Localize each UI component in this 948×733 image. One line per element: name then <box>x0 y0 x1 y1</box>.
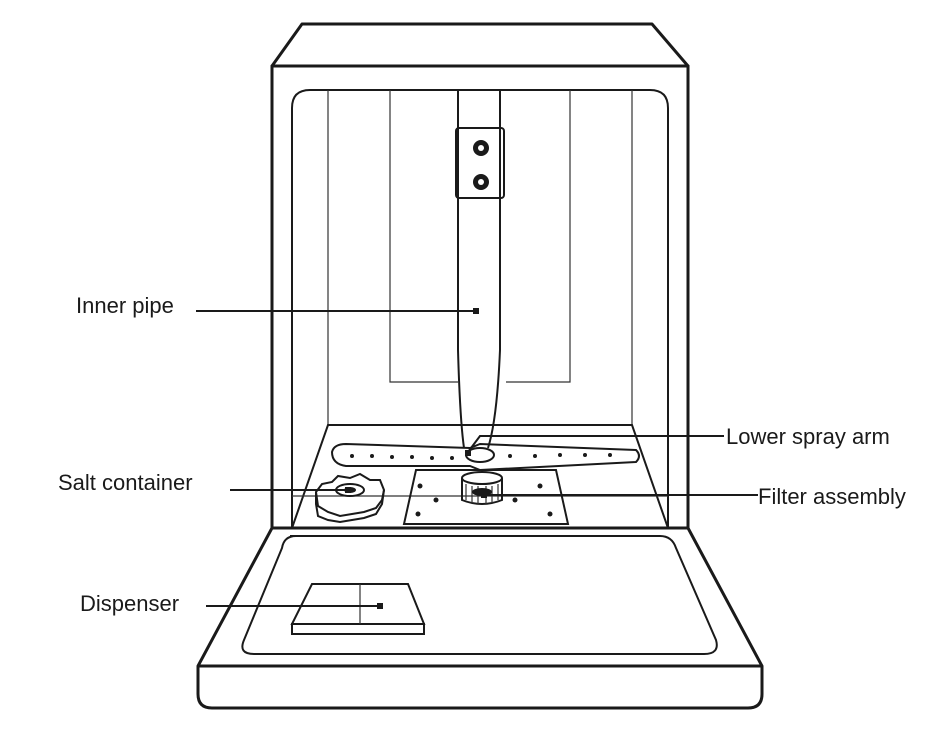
cabinet-top <box>270 22 690 68</box>
salt-container <box>314 472 386 524</box>
open-door <box>196 526 764 710</box>
filter-assembly <box>461 471 503 505</box>
filter-plate <box>402 469 570 525</box>
leader-lines <box>196 308 758 609</box>
dispenser <box>290 583 426 635</box>
label-dispenser: Dispenser <box>80 591 179 616</box>
side-rails <box>389 90 571 383</box>
inner-pipe <box>455 90 505 449</box>
label-salt-container: Salt container <box>58 470 193 495</box>
label-filter-assembly: Filter assembly <box>758 484 906 509</box>
label-lower-spray-arm: Lower spray arm <box>726 424 890 449</box>
label-inner-pipe: Inner pipe <box>76 293 174 318</box>
lower-spray-arm <box>330 442 640 472</box>
